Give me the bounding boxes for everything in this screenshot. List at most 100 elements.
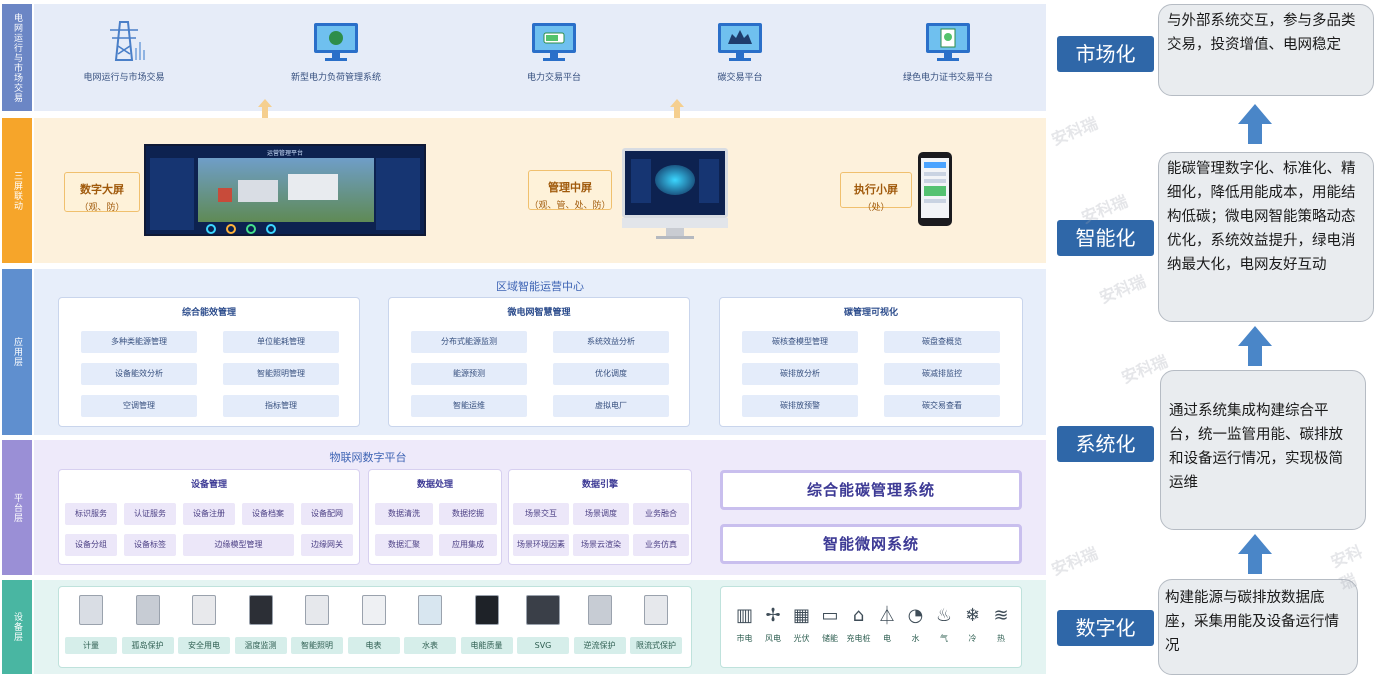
group-title: 综合能效管理 [181,308,236,318]
phone-display [918,152,952,226]
microgrid-system-button[interactable]: 智能微网系统 [720,524,1022,564]
device-icon [461,593,513,627]
energy-label: 储能 [822,634,838,643]
app-item: 碳盘查概览 [884,331,1000,353]
platform-item: 场景交互 [513,503,569,525]
monitor-icon [314,23,358,61]
platform-item: 边缘模型管理 [183,534,294,556]
monitor-icon [926,23,970,61]
device-item: 电表 [347,593,400,654]
system-label: 电网运行与市场交易 [83,73,165,83]
device-item: 计量 [65,593,117,654]
app-group-carbon: 碳管理可视化 碳核查模型管理 碳盘查概览 碳排放分析 碳减排监控 碳排放预警 碳… [719,297,1023,427]
device-item: 水表 [404,593,456,654]
watermark: 安科瑞 [1096,271,1149,308]
power-tower-icon [110,21,145,61]
energy-label: 光伏 [793,634,810,643]
energy-label: 气 [940,634,948,643]
device-label: 孤岛保护 [121,637,174,654]
device-icon [630,593,682,627]
energy-label: 电 [883,634,891,643]
platform-title: 物联网数字平台 [329,451,407,464]
big-screen-display: 运营管理平台 [144,144,426,236]
device-item: 孤岛保护 [121,593,174,654]
market-body: 电网运行与市场交易 新型电力负荷管理系统 电力交易平台 [34,4,1046,111]
charger-icon: ⌂ [852,604,865,626]
energy-carbon-system-button[interactable]: 综合能碳管理系统 [720,470,1022,510]
app-item: 能源预测 [411,363,527,385]
energy-item: ⏃电 [874,603,901,644]
system-label: 新型电力负荷管理系统 [290,73,381,83]
group-title: 设备管理 [190,480,227,490]
battery-icon: ▭ [821,604,839,626]
energy-item: ❄冷 [959,603,986,644]
app-group-efficiency: 综合能效管理 多种类能源管理 单位能耗管理 设备能效分析 智能照明管理 空调管理… [58,297,360,427]
device-label: 智能照明 [291,637,343,654]
app-item: 碳排放分析 [742,363,858,385]
device-icon [122,593,174,627]
platform-item: 数据清洗 [375,503,433,525]
grid-icon: ▥ [735,604,753,626]
energy-label: 充电桩 [846,634,871,643]
market-description: 与外部系统交互，参与多品类交易，投资增值、电网稳定 [1158,4,1374,96]
platform-device-mgmt: 设备管理 标识服务 认证服务 设备注册 设备档案 设备配网 设备分组 设备标签 … [58,469,360,565]
platform-item: 业务仿真 [633,534,689,556]
energy-item: ≋热 [988,603,1015,644]
small-screen-title: 执行小屏 [854,183,898,196]
platform-body: 物联网数字平台 设备管理 标识服务 认证服务 设备注册 设备档案 设备配网 设备… [34,440,1046,575]
device-item: 智能照明 [291,593,343,654]
energy-label: 市电 [736,634,753,643]
campus-map [198,158,374,222]
small-screen-callout: 执行小屏 （处） [840,172,912,213]
app-item: 优化调度 [553,363,669,385]
snowflake-icon: ❄ [964,604,981,626]
system-power-trade: 电力交易平台 [484,20,624,83]
platform-item: 设备标签 [124,534,176,556]
device-icon [517,593,569,627]
group-title: 碳管理可视化 [843,308,898,318]
layer-tab-market: 电网运行与市场交易 [2,4,32,111]
app-item: 虚拟电厂 [553,395,669,417]
device-label: 逆流保护 [573,637,626,654]
system-label: 电力交易平台 [526,73,581,83]
energy-item: ▭ 储能 [817,603,844,644]
system-description: 通过系统集成构建综合平台，统一监管用能、碳排放和设备运行情况，实现极简运维 [1160,370,1366,530]
watermark: 安科瑞 [1048,113,1101,150]
water-drop-icon: ◔ [907,604,924,626]
energy-label: 风电 [765,634,781,643]
device-icon [404,593,456,627]
system-label: 碳交易平台 [717,73,763,83]
watermark: 安科瑞 [1048,543,1101,580]
device-label: 电表 [347,637,400,654]
intelligent-description: 能碳管理数字化、标准化、精细化，降低用能成本，用能结构低碳；微电网智能策略动态优… [1158,152,1374,322]
app-item: 设备能效分析 [81,363,197,385]
desktop-monitor [622,148,728,240]
group-title: 微电网智慧管理 [507,308,571,318]
platform-item: 数据挖掘 [439,503,497,525]
device-item: 限流式保护 [630,593,682,654]
digital-description: 构建能源与碳排放数据底座，采集用能及设备运行情况 [1158,579,1358,675]
device-icon [178,593,230,627]
layer-tab-application: 应用层 [2,269,32,435]
device-label: 水表 [404,637,456,654]
layer-tab-screens: 三屏联动 [2,118,32,263]
platform-item: 设备分组 [65,534,117,556]
layer-tab-platform: 平台层 [2,440,32,575]
platform-item: 设备配网 [301,503,353,525]
app-item: 碳排放预警 [742,395,858,417]
device-icon [235,593,287,627]
big-screen-sub: （观、防） [79,203,125,213]
platform-item: 认证服务 [124,503,176,525]
app-item: 系统效益分析 [553,331,669,353]
wind-turbine-icon: ✢ [765,604,781,626]
solar-panel-icon: ▦ [792,604,810,626]
platform-item: 场景环境因素 [513,534,569,556]
application-body: 区域智能运营中心 综合能效管理 多种类能源管理 单位能耗管理 设备能效分析 智能… [34,269,1046,435]
system-load-mgmt: 新型电力负荷管理系统 [266,20,406,83]
platform-item: 标识服务 [65,503,117,525]
device-icon [348,593,400,627]
mid-screen-title: 管理中屏 [548,181,592,194]
app-item: 空调管理 [81,395,197,417]
system-carbon-trade: 碳交易平台 [670,20,810,83]
